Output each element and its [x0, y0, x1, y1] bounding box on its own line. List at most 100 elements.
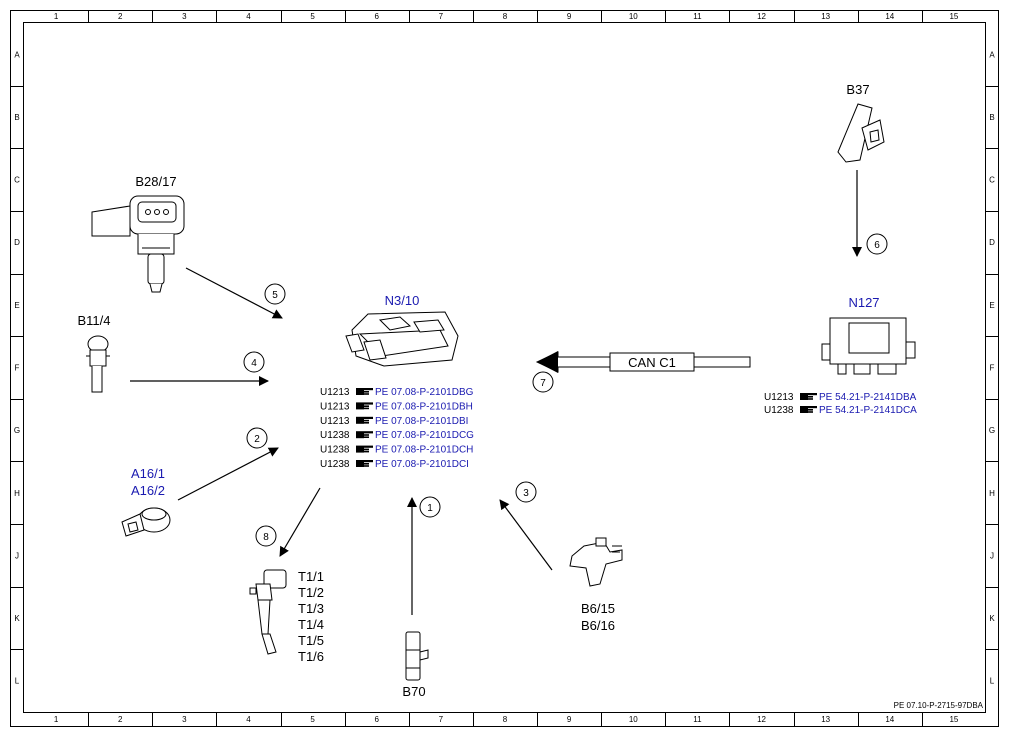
grid-row-label-right: K: [989, 614, 995, 623]
b6-15-label[interactable]: B6/15: [581, 601, 615, 616]
accelerator-pedal-icon: [837, 103, 885, 163]
grid-row-label-right: H: [989, 489, 995, 498]
t1-3-label[interactable]: T1/3: [298, 601, 324, 616]
grid-row-label-left: B: [14, 113, 19, 122]
ignition-coil-label-list: T1/1 T1/2 T1/3 T1/4 T1/5 T1/6: [298, 569, 324, 664]
signal-1-number: 1: [427, 503, 433, 514]
grid-row-label-right: J: [990, 551, 994, 560]
grid-ticks: [10, 10, 999, 727]
b70-label[interactable]: B70: [402, 684, 425, 699]
grid-row-label-left: C: [14, 176, 20, 185]
grid-row-label-left: J: [15, 551, 19, 560]
n3-10-label[interactable]: N3/10: [385, 293, 420, 308]
coolant-temperature-sensor-icon: [86, 335, 110, 393]
grid-column-label-bottom: 7: [439, 715, 444, 724]
grid-column-label-bottom: 3: [182, 715, 187, 724]
n3-10-reference-code: U1213: [320, 401, 350, 412]
grid-column-label-top: 13: [821, 12, 830, 21]
n3-10-reference-code: U1213: [320, 416, 350, 427]
grid-row-label-right: E: [989, 301, 994, 310]
grid-row-label-right: B: [989, 113, 994, 122]
grid-row-label-right: L: [990, 677, 995, 686]
grid-column-label-top: 6: [375, 12, 380, 21]
grid-column-label-top: 7: [439, 12, 444, 21]
a16-1-label[interactable]: A16/1: [131, 466, 165, 481]
grid-column-label-top: 11: [693, 12, 702, 21]
grid-row-label-left: L: [15, 677, 20, 686]
grid-column-label-top: 8: [503, 12, 508, 21]
arrow-n3-to-t1: [279, 487, 321, 557]
pointing-hand-icon: [356, 416, 373, 424]
n3-10-reference-code: U1213: [320, 387, 350, 398]
b11-4-label[interactable]: B11/4: [77, 313, 110, 328]
n3-10-reference-code: U1238: [320, 459, 350, 470]
b28-17-label[interactable]: B28/17: [135, 174, 176, 189]
pressure-sensor-icon: [91, 195, 185, 293]
crankshaft-sensor-icon: [405, 631, 429, 681]
n3-10-reference-link[interactable]: PE 07.08-P-2101DCH: [375, 445, 473, 456]
n127-reference-link[interactable]: PE 54.21-P-2141DBA: [819, 392, 917, 403]
can-label-box: [609, 352, 695, 372]
grid-row-label-right: G: [989, 426, 995, 435]
grid-row-label-left: F: [15, 364, 20, 373]
b37-label[interactable]: B37: [846, 82, 869, 97]
can-bus-label: CAN C1: [628, 355, 676, 370]
a16-2-label[interactable]: A16/2: [131, 483, 165, 498]
t1-4-label[interactable]: T1/4: [298, 617, 324, 632]
grid-row-label-left: G: [14, 426, 20, 435]
t1-1-label[interactable]: T1/1: [298, 569, 324, 584]
pointing-hand-icon: [800, 393, 817, 400]
signal-4-number: 4: [251, 358, 257, 369]
t1-2-label[interactable]: T1/2: [298, 585, 324, 600]
n127-reference-code: U1213: [764, 392, 794, 403]
n127-label[interactable]: N127: [848, 295, 879, 310]
n3-10-reference-link[interactable]: PE 07.08-P-2101DCI: [375, 459, 469, 470]
grid-column-label-bottom: 11: [693, 715, 702, 724]
grid-column-label-bottom: 9: [567, 715, 572, 724]
grid-column-label-top: 15: [949, 12, 958, 21]
signal-6-number: 6: [874, 240, 880, 251]
grid-row-label-right: C: [989, 176, 995, 185]
grid-column-label-top: 5: [310, 12, 315, 21]
t1-5-label[interactable]: T1/5: [298, 633, 324, 648]
inner-frame: [23, 22, 986, 713]
grid-column-label-bottom: 5: [310, 715, 315, 724]
grid-row-label-right: F: [990, 364, 995, 373]
grid-column-label-top: 1: [54, 12, 59, 21]
grid-column-label-top: 10: [629, 12, 638, 21]
b6-16-label[interactable]: B6/16: [581, 618, 615, 633]
grid-row-label-right: A: [989, 50, 995, 59]
grid-column-label-bottom: 1: [54, 715, 59, 724]
grid-column-label-bottom: 6: [375, 715, 380, 724]
signal-2-number: 2: [254, 434, 260, 445]
signal-5-number: 5: [272, 290, 278, 301]
arrow-b28-to-n3: [185, 267, 283, 319]
grid-column-label-bottom: 13: [821, 715, 830, 724]
pointing-hand-icon: [356, 402, 373, 410]
grid-row-label-left: D: [14, 238, 20, 247]
grid-column-label-bottom: 8: [503, 715, 508, 724]
grid-column-label-top: 14: [885, 12, 894, 21]
grid-column-label-top: 12: [757, 12, 766, 21]
grid-column-label-top: 2: [118, 12, 123, 21]
grid-column-label-bottom: 12: [757, 715, 766, 724]
grid-column-label-top: 9: [567, 12, 572, 21]
t1-6-label[interactable]: T1/6: [298, 649, 324, 664]
n3-10-reference-link[interactable]: PE 07.08-P-2101DBI: [375, 416, 468, 427]
n127-reference-code: U1238: [764, 405, 794, 416]
pointing-hand-icon: [356, 445, 373, 453]
n127-reference-link[interactable]: PE 54.21-P-2141DCA: [819, 405, 917, 416]
pointing-hand-icon: [356, 460, 373, 467]
n3-10-reference-link[interactable]: PE 07.08-P-2101DBH: [375, 401, 473, 412]
grid-row-label-left: E: [14, 301, 19, 310]
grid-row-label-left: K: [14, 614, 20, 623]
n3-10-reference-link[interactable]: PE 07.08-P-2101DBG: [375, 387, 474, 398]
signal-3-number: 3: [523, 488, 529, 499]
engine-control-unit-icon: [345, 311, 459, 367]
pointing-hand-icon: [800, 406, 817, 413]
n3-10-reference-link[interactable]: PE 07.08-P-2101DCG: [375, 430, 474, 441]
grid-column-label-bottom: 4: [246, 715, 251, 724]
arrow-b6-to-n3: [499, 499, 553, 571]
knock-sensor-icon: [121, 507, 171, 537]
